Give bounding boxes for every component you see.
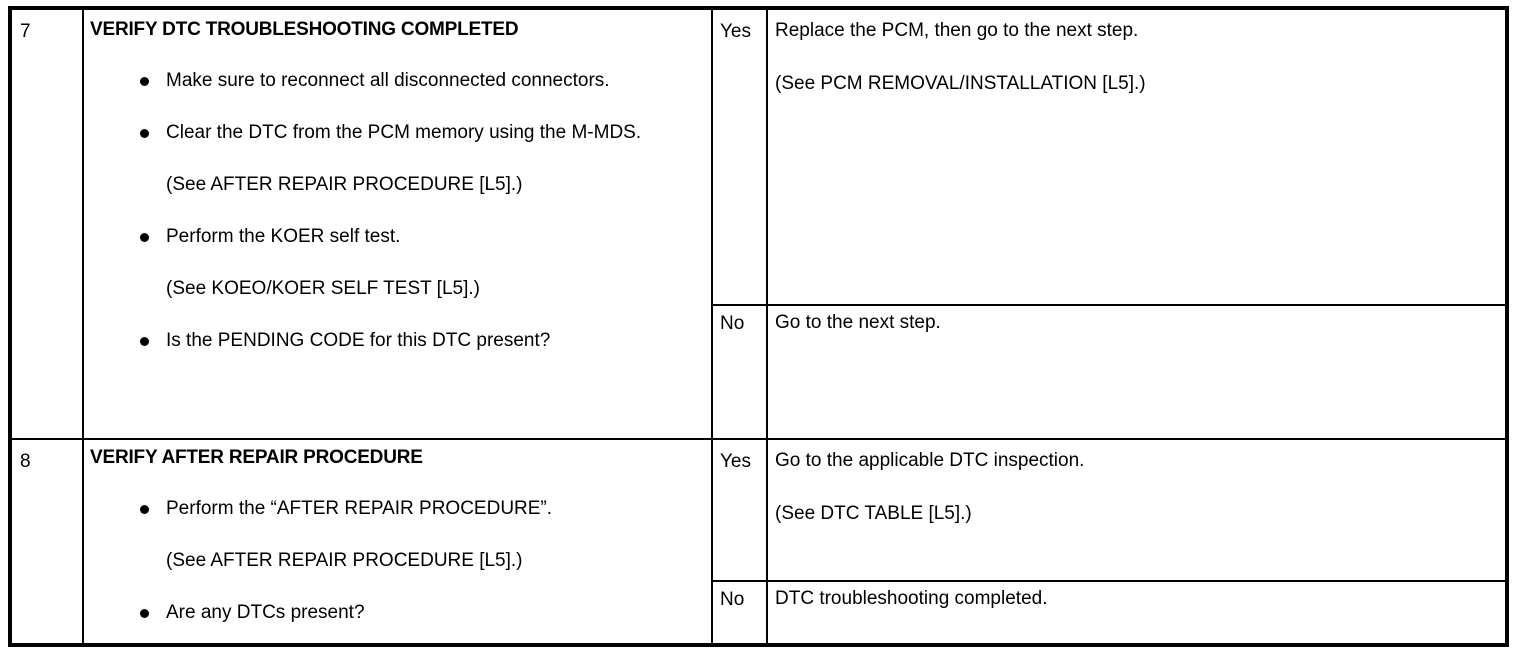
- reference-text: (See AFTER REPAIR PROCEDURE [L5].): [166, 174, 523, 195]
- column-divider-yesno: [711, 10, 713, 643]
- reference-text: (See AFTER REPAIR PROCEDURE [L5].): [166, 550, 523, 571]
- list-item-text: Perform the KOER self test.: [166, 226, 401, 247]
- result-line-reference: (See DTC TABLE [L5].): [775, 503, 972, 524]
- result-line: DTC troubleshooting completed.: [775, 588, 1048, 609]
- list-item-text: Make sure to reconnect all disconnected …: [166, 70, 610, 91]
- row-divider-step-7-8: [12, 438, 1505, 440]
- table-grid: 7 VERIFY DTC TROUBLESHOOTING COMPLETED M…: [12, 10, 1505, 643]
- step-number-8: 8: [20, 451, 31, 472]
- bullet-icon: [140, 77, 149, 86]
- row-divider-step7-yes-no: [711, 304, 1505, 306]
- list-item-text: Are any DTCs present?: [166, 602, 365, 623]
- list-item-reference: (See AFTER REPAIR PROCEDURE [L5].): [90, 172, 702, 198]
- list-item-text: Clear the DTC from the PCM memory using …: [166, 122, 642, 143]
- bullet-icon: [140, 505, 149, 514]
- row-divider-step8-yes-no: [711, 580, 1505, 582]
- column-divider-result: [766, 10, 768, 643]
- list-item: Perform the KOER self test.: [90, 224, 702, 250]
- list-item-text: Perform the “AFTER REPAIR PROCEDURE”.: [166, 498, 553, 519]
- result-line: Go to the applicable DTC inspection.: [775, 450, 1085, 471]
- list-item-reference: (See KOEO/KOER SELF TEST [L5].): [90, 276, 702, 302]
- step-7-result-no: Go to the next step.: [775, 310, 1499, 335]
- step-8-answer-yes-label: Yes: [720, 451, 751, 472]
- step-title-7: VERIFY DTC TROUBLESHOOTING COMPLETED: [90, 19, 519, 40]
- list-item: Perform the “AFTER REPAIR PROCEDURE”.: [90, 496, 702, 522]
- bullet-icon: [140, 233, 149, 242]
- step-content-8: VERIFY AFTER REPAIR PROCEDURE Perform th…: [90, 446, 702, 626]
- step-7-item-list: Make sure to reconnect all disconnected …: [90, 68, 702, 354]
- step-7-answer-yes-label: Yes: [720, 21, 751, 42]
- column-divider-step-number: [82, 10, 84, 643]
- result-line: Go to the next step.: [775, 312, 941, 333]
- result-line-reference: (See PCM REMOVAL/INSTALLATION [L5].): [775, 73, 1146, 94]
- bullet-icon: [140, 337, 149, 346]
- result-line: Replace the PCM, then go to the next ste…: [775, 20, 1139, 41]
- step-8-result-yes: Go to the applicable DTC inspection. (Se…: [775, 448, 1499, 526]
- reference-text: (See KOEO/KOER SELF TEST [L5].): [166, 278, 480, 299]
- step-title-8: VERIFY AFTER REPAIR PROCEDURE: [90, 447, 423, 468]
- list-item-text: Is the PENDING CODE for this DTC present…: [166, 330, 551, 351]
- step-8-result-no: DTC troubleshooting completed.: [775, 586, 1499, 611]
- list-item: Make sure to reconnect all disconnected …: [90, 68, 702, 94]
- bullet-icon: [140, 129, 149, 138]
- bullet-icon: [140, 609, 149, 618]
- dtc-troubleshooting-table: 7 VERIFY DTC TROUBLESHOOTING COMPLETED M…: [8, 6, 1509, 647]
- list-item: Is the PENDING CODE for this DTC present…: [90, 328, 702, 354]
- step-8-item-list: Perform the “AFTER REPAIR PROCEDURE”. (S…: [90, 496, 702, 626]
- step-content-7: VERIFY DTC TROUBLESHOOTING COMPLETED Mak…: [90, 18, 702, 354]
- step-7-result-yes: Replace the PCM, then go to the next ste…: [775, 18, 1499, 96]
- step-number-7: 7: [20, 21, 31, 42]
- list-item-reference: (See AFTER REPAIR PROCEDURE [L5].): [90, 548, 702, 574]
- list-item: Are any DTCs present?: [90, 600, 702, 626]
- step-8-answer-no-label: No: [720, 589, 745, 610]
- step-7-answer-no-label: No: [720, 313, 745, 334]
- list-item: Clear the DTC from the PCM memory using …: [90, 120, 702, 146]
